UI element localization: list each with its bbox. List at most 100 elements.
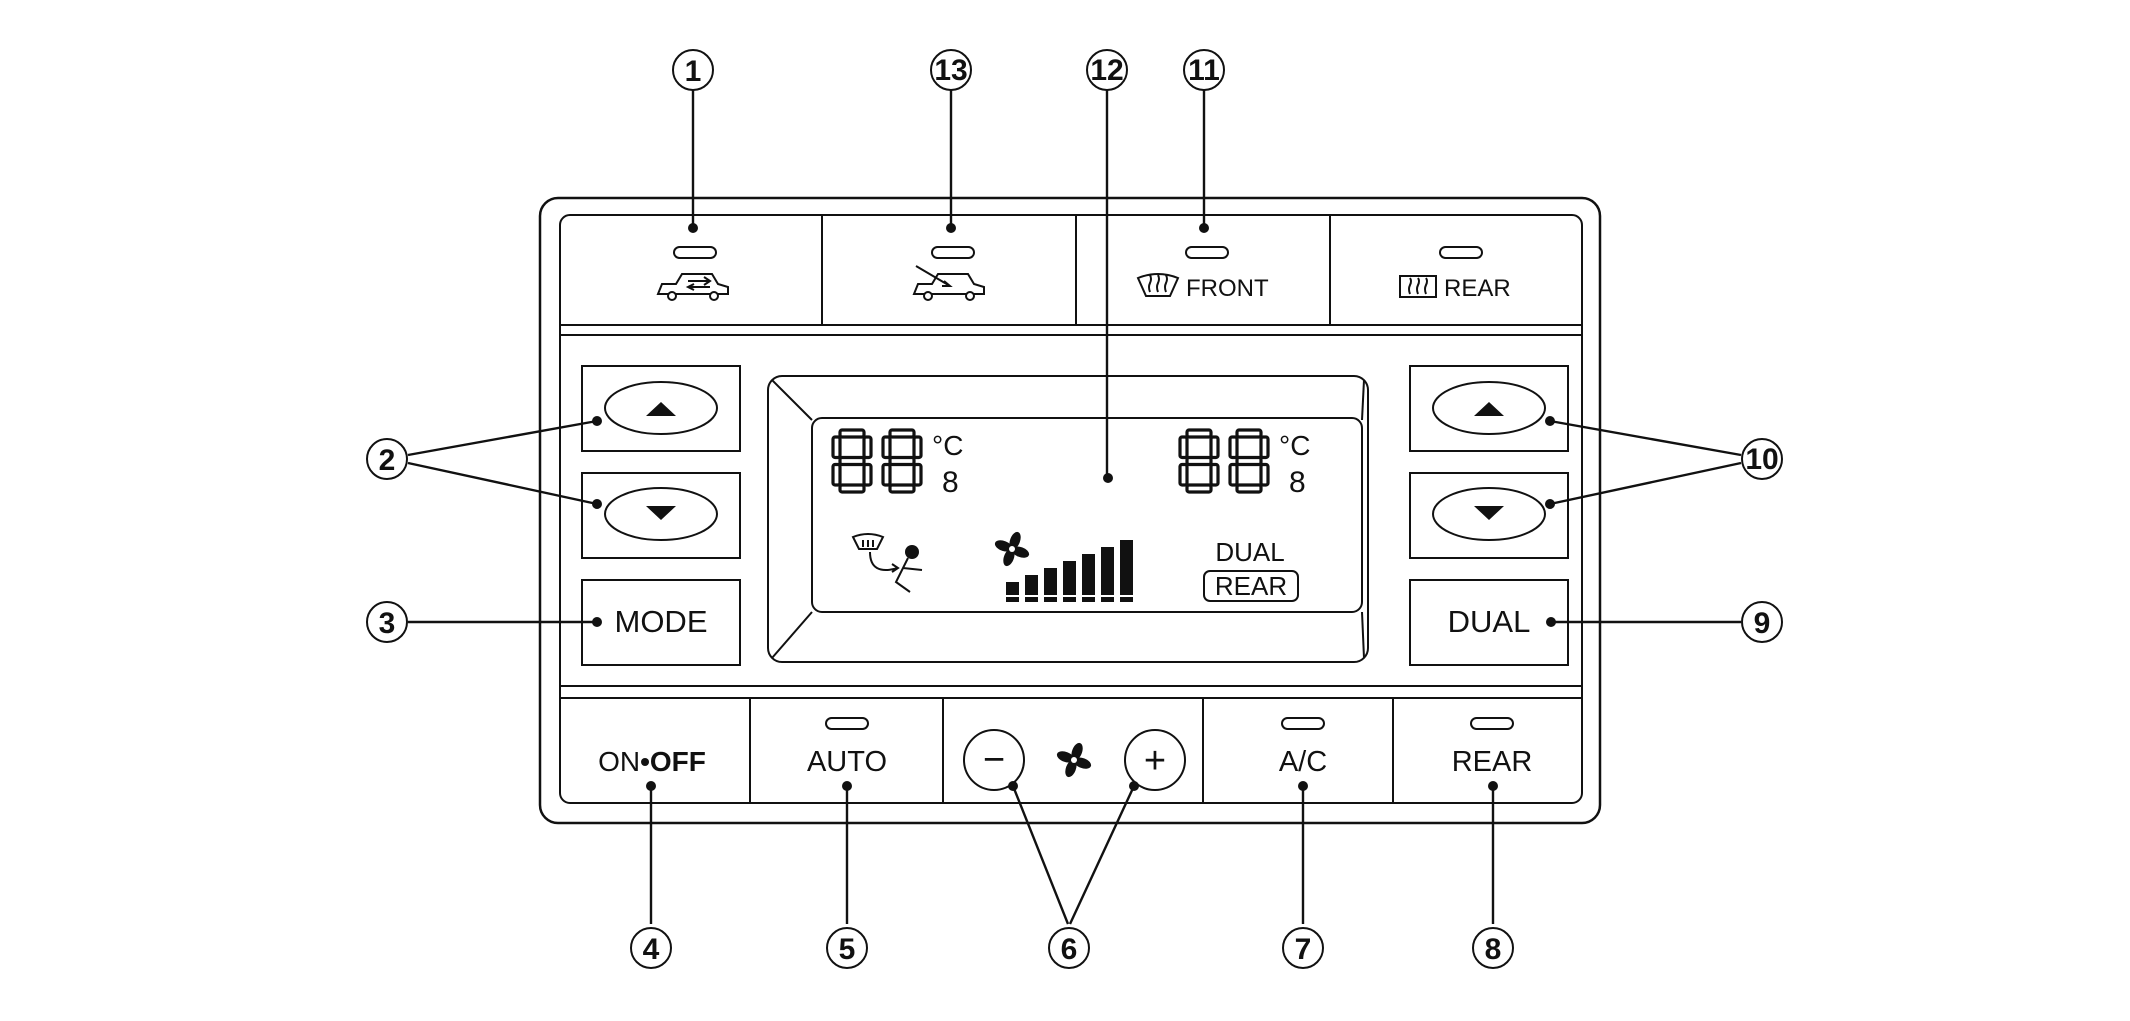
callout-3: 3 [366,601,408,643]
fan-minus-button[interactable]: − [963,729,1025,791]
down-arrow-icon [646,506,676,520]
lcd-segment [1178,462,1189,487]
mode-button-label: MODE [615,604,708,639]
lcd-segment [912,462,923,487]
lcd-segment [1259,462,1270,487]
callout-2: 2 [366,438,408,480]
svg-text:13: 13 [934,54,967,87]
down-arrow-icon [1474,506,1504,520]
outside-air-car-icon [912,265,985,301]
rear-defrost-indicator-led [1439,246,1483,259]
fan-speed-bar [1025,575,1038,602]
lcd-segment [1185,483,1213,494]
on-label: ON [598,746,640,777]
fan-speed-bar [1120,540,1133,602]
left-temp-decimal: 8 [942,466,959,499]
lcd-segment [1235,483,1263,494]
ac-indicator-led [1281,717,1325,730]
callout-13: 13 [930,49,972,91]
lcd-segment [888,428,916,439]
lcd-segment [888,455,916,467]
callout-6: 6 [1048,927,1090,969]
callout-1: 1 [672,49,714,91]
svg-text:11: 11 [1188,54,1220,87]
lcd-segment [1185,428,1213,439]
lcd-segment [1228,462,1239,487]
display-rear-box [1203,570,1299,602]
recirculation-button[interactable] [656,246,729,301]
fan-speed-bar [1044,568,1057,602]
fan-plus-button[interactable]: + [1124,729,1186,791]
on-off-button[interactable]: ON•OFF [598,746,706,777]
front-defrost-label: FRONT [1186,275,1269,302]
mode-button[interactable]: MODE [581,579,741,666]
fan-speed-bar [1063,561,1076,602]
fan-speed-bar [1101,547,1114,602]
dual-button[interactable]: DUAL [1409,579,1569,666]
rear-defrost-button[interactable]: REAR [1399,246,1511,302]
left-temperature-display [831,428,923,494]
display-rear-text: REAR [1215,571,1287,601]
lcd-segment [1259,435,1270,460]
svg-text:10: 10 [1745,443,1778,476]
outside-air-indicator-led [931,246,975,259]
lcd-segment [1235,428,1263,439]
front-defrost-button[interactable]: FRONT [1136,246,1269,302]
up-arrow-icon [646,402,676,416]
fan-plus-label: + [1144,740,1166,782]
fan-speed-bar [1006,582,1019,602]
lcd-segment [1209,435,1220,460]
airflow-mode-icon [851,533,923,593]
svg-text:1: 1 [685,55,702,88]
lcd-segment [888,483,916,494]
lcd-segment [1228,435,1239,460]
ac-button[interactable]: A/C [1279,717,1327,778]
recirculation-indicator-led [673,246,717,259]
fan-icon [994,531,1030,567]
leader-lines [407,90,1742,925]
lcd-segment [1235,455,1263,467]
rear-button[interactable]: REAR [1452,717,1533,778]
right-temp-decimal: 8 [1289,466,1306,499]
svg-text:9: 9 [1754,607,1771,640]
ac-button-label: A/C [1279,746,1327,778]
rear-defrost-label: REAR [1444,275,1511,302]
callout-8: 8 [1472,927,1514,969]
fan-speed-bar [1082,554,1095,602]
up-arrow-icon [1474,402,1504,416]
right-temp-down-button[interactable] [1409,472,1569,559]
left-temp-down-button[interactable] [581,472,741,559]
on-off-label: ON•OFF [598,746,706,777]
callout-7: 7 [1282,927,1324,969]
fan-speed-bars [1006,540,1133,602]
callout-4: 4 [630,927,672,969]
lcd-segment [862,435,873,460]
left-temp-up-button[interactable] [581,365,741,452]
right-temperature-display [1178,428,1270,494]
auto-button[interactable]: AUTO [807,717,887,778]
right-temp-unit: °C [1279,430,1310,461]
display-dual-text: DUAL [1215,537,1284,567]
svg-text:4: 4 [643,933,660,966]
fan-speed-control[interactable]: − + [963,729,1186,791]
callout-11: 11 [1183,49,1225,91]
lcd-segment [831,435,842,460]
lcd-segment [881,435,892,460]
outside-air-button[interactable] [912,246,985,301]
svg-text:3: 3 [379,607,396,640]
rear-indicator-led [1470,717,1514,730]
svg-text:5: 5 [839,933,856,966]
lcd-segment [831,462,842,487]
svg-text:8: 8 [1485,933,1502,966]
svg-text:6: 6 [1061,933,1078,966]
lcd-segment [1209,462,1220,487]
lcd-segment [838,483,866,494]
left-temp-unit: °C [932,430,963,461]
lcd-segment [838,455,866,467]
fan-minus-label: − [983,739,1005,781]
svg-text:2: 2 [379,444,396,477]
front-defrost-indicator-led [1185,246,1229,259]
right-temp-up-button[interactable] [1409,365,1569,452]
front-defrost-icon [1136,273,1180,297]
off-label: OFF [650,746,706,777]
